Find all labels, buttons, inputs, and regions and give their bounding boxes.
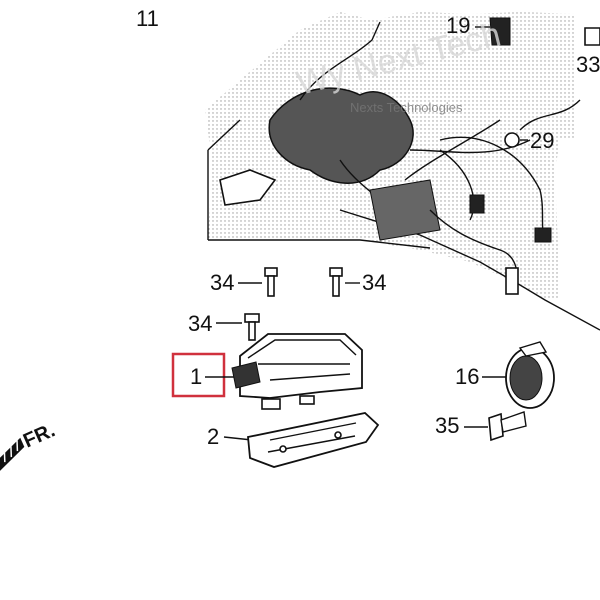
horn-face [509, 355, 543, 401]
figure-number: 11 [136, 6, 159, 31]
watermark-sub: Nexts Technologies [350, 100, 463, 115]
wire-harness [268, 87, 414, 184]
front-label: FR. [20, 419, 58, 452]
highlight-box [171, 352, 226, 398]
part-33: 33 [576, 27, 600, 77]
unit-tab-left [261, 398, 281, 410]
bolt-head [329, 267, 343, 277]
unit-connector [231, 361, 261, 389]
leader-2 [223, 436, 253, 441]
label-1: 1 [190, 364, 202, 389]
label-19: 19 [446, 13, 470, 38]
bolt-35-head [488, 412, 504, 442]
bracket-hole [334, 431, 342, 439]
label-34-right: 34 [362, 270, 386, 295]
horn-mount [518, 341, 548, 357]
label-34-lower: 34 [188, 311, 212, 336]
unit-top-detail [247, 339, 357, 381]
unit-tab-right [299, 395, 315, 405]
connector-c [469, 194, 485, 214]
bolt-head [264, 267, 278, 277]
label-29: 29 [530, 128, 554, 153]
clip-33 [584, 27, 600, 46]
bolt-34-right: 34 [329, 267, 386, 297]
part-16-horn: 16 [455, 341, 555, 409]
part-35-bolt: 35 [435, 411, 527, 442]
part-19: 19 [446, 13, 511, 46]
front-arrow-hatch [3, 440, 19, 463]
bolt-34-lower: 34 [188, 311, 260, 341]
harness-lower [369, 179, 441, 241]
label-16: 16 [455, 364, 479, 389]
frame-lower-edge [208, 239, 431, 249]
connector-b [505, 267, 519, 295]
part-29: 29 [504, 128, 554, 153]
relay-19 [489, 17, 511, 46]
label-33: 33 [576, 52, 600, 77]
part-2-bracket: 2 [207, 412, 380, 468]
bolt-35-shank [500, 411, 527, 433]
label-2: 2 [207, 424, 219, 449]
bolt-head [244, 313, 260, 323]
part-1-control-unit: 1 [171, 333, 363, 410]
bracket-left [219, 169, 277, 206]
bolt-shank [332, 275, 340, 297]
label-35: 35 [435, 413, 459, 438]
bolt-shank [248, 321, 256, 341]
connector-a [534, 227, 552, 243]
bracket-plate [247, 412, 380, 468]
upper-assembly [205, 12, 600, 331]
clip-29 [504, 132, 520, 148]
bracket-hole [279, 445, 287, 453]
bolt-shank [267, 275, 275, 297]
label-34-left: 34 [210, 270, 234, 295]
bolt-34-left: 34 [210, 267, 278, 297]
unit-body [239, 333, 363, 399]
front-direction-marker: FR. [0, 419, 58, 471]
